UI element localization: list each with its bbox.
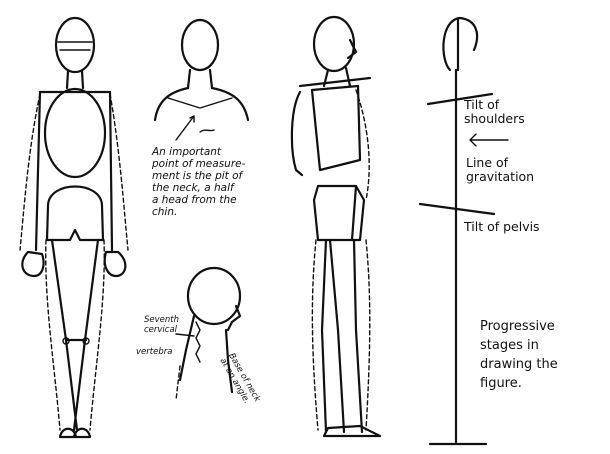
back-head: [182, 20, 218, 70]
side-view-figure: [292, 17, 380, 436]
front-hand-right: [105, 252, 126, 276]
side-dashed-contour: [176, 366, 180, 400]
side-view-pelvis: [314, 186, 364, 240]
front-neck: [67, 71, 83, 88]
side-view-shoulder-line: [300, 78, 370, 86]
side-view-legs: [322, 240, 362, 432]
side-view-torso: [312, 86, 360, 170]
back-shoulders: [155, 88, 248, 120]
front-head: [56, 18, 94, 72]
side-neck: [180, 316, 232, 392]
line-of-gravitation-label: Line of gravitation: [466, 156, 534, 185]
front-pelvis: [47, 187, 103, 241]
side-head: [188, 268, 240, 324]
progressive-stages-label: Progressive stages in drawing the figure…: [480, 318, 558, 393]
neck-back-sketch: [155, 20, 248, 140]
pit-of-neck-arrow: [176, 116, 194, 140]
side-view-head: [314, 17, 354, 71]
gravity-arrow: [470, 134, 508, 146]
front-legs: [52, 240, 98, 430]
front-dashed-contour: [20, 94, 128, 430]
seventh-cervical-label: Seventh cervical: [144, 316, 179, 336]
pit-of-neck-marks: [168, 98, 232, 108]
vertebra-label: vertebra: [136, 348, 172, 358]
tilt-of-pelvis-label: Tilt of pelvis: [464, 220, 540, 234]
tilt-of-shoulders-label: Tilt of shoulders: [464, 98, 525, 127]
front-face-guides: [58, 42, 92, 50]
front-ribcage: [45, 89, 105, 177]
side-view-foot: [324, 426, 380, 436]
front-hand-left: [22, 252, 43, 276]
back-collar-mark: [200, 130, 214, 132]
pit-of-neck-note: An important point of measure- ment is t…: [152, 146, 245, 218]
back-neck: [188, 70, 212, 88]
side-vertebrae: [196, 322, 200, 362]
side-view-arm: [292, 92, 302, 175]
stick-head: [443, 18, 477, 70]
front-view-figure: [20, 18, 128, 437]
